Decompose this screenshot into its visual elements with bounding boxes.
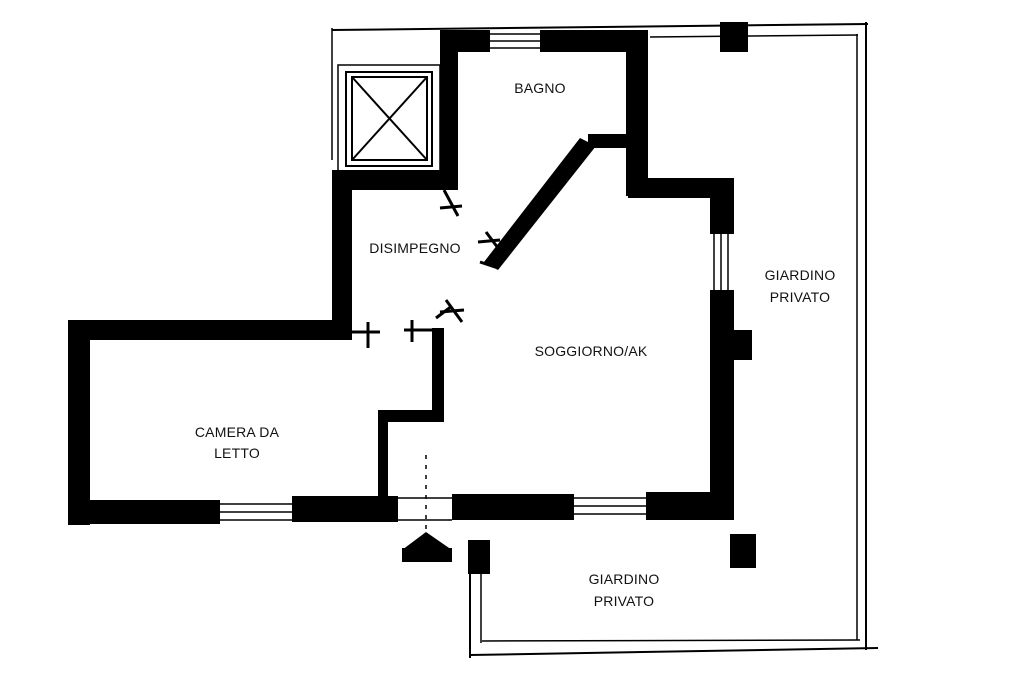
label-giardino-east-line2: PRIVATO (770, 289, 831, 305)
label-soggiorno: SOGGIORNO/AK (535, 343, 648, 359)
label-camera-line1: CAMERA DA (195, 424, 280, 440)
label-bagno: BAGNO (514, 80, 566, 96)
windows (220, 33, 729, 530)
garden-boundary (331, 22, 879, 658)
label-giardino-south-line1: GIARDINO (589, 571, 660, 587)
label-giardino-south-line2: PRIVATO (594, 593, 655, 609)
label-disimpegno: DISIMPEGNO (369, 240, 460, 256)
door-markers (352, 189, 501, 348)
label-giardino-east-line1: GIARDINO (765, 267, 836, 283)
walls (68, 22, 756, 574)
shaft (337, 64, 441, 174)
label-camera-line2: LETTO (214, 445, 260, 461)
